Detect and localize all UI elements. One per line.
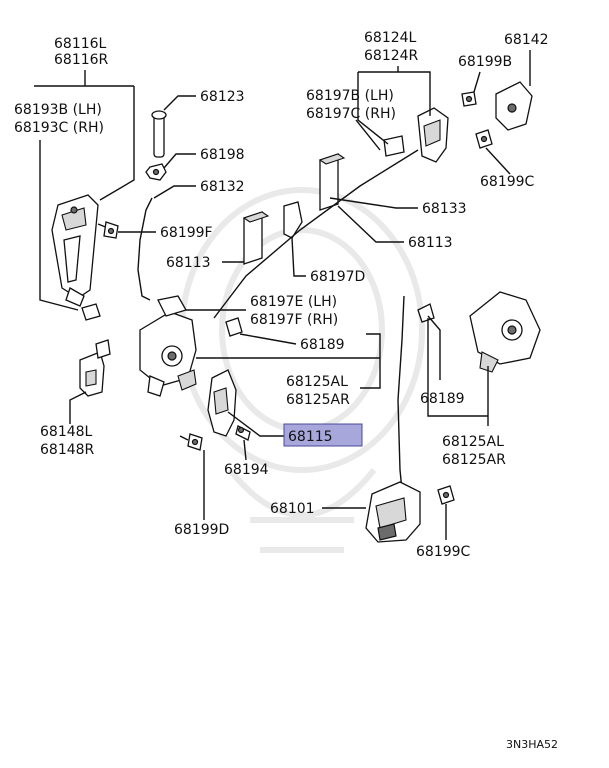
label-68116-l: 68116L xyxy=(54,36,107,52)
label-68142: 68142 xyxy=(504,32,549,48)
label-68189-right: 68189 xyxy=(420,391,465,407)
label-68197E: 68197E (LH) xyxy=(250,294,337,310)
label-68148-r: 68148R xyxy=(40,442,95,458)
bolt-68199B-part xyxy=(461,91,477,107)
label-68124-l: 68124L xyxy=(364,30,417,46)
label-68124-r: 68124R xyxy=(364,48,419,64)
pin-68123-part xyxy=(151,110,167,158)
label-68193-lh: 68193B (LH) xyxy=(14,102,102,118)
bracket-68142-part xyxy=(495,81,533,131)
outside-handle-part xyxy=(51,194,99,307)
label-68197C: 68197C (RH) xyxy=(306,106,396,122)
nut-68198-part xyxy=(145,163,167,181)
label-68125AL-left: 68125AL xyxy=(286,374,348,390)
leader-lines xyxy=(34,50,531,540)
label-68197B: 68197B (LH) xyxy=(306,88,394,104)
upper-handle-68124-part xyxy=(383,107,449,163)
label-68116-r: 68116R xyxy=(54,52,109,68)
rod-68132-part xyxy=(137,197,153,301)
lock-actuator-68101-part xyxy=(365,481,421,543)
label-68113-right: 68113 xyxy=(408,235,453,251)
label-68125AL-right: 68125AL xyxy=(442,434,504,450)
label-68115: 68115 xyxy=(288,429,333,445)
label-68123: 68123 xyxy=(200,89,245,105)
label-68133: 68133 xyxy=(422,201,467,217)
label-68101: 68101 xyxy=(270,501,315,517)
label-68199C-upper: 68199C xyxy=(480,174,535,190)
label-68148-l: 68148L xyxy=(40,424,93,440)
lock-rod-part xyxy=(397,295,405,491)
diagram-code: 3N3HA52 xyxy=(506,738,558,751)
label-68198: 68198 xyxy=(200,147,245,163)
label-68194: 68194 xyxy=(224,462,269,478)
bolt-68199C-upper-part xyxy=(475,129,493,149)
highlight-box xyxy=(283,423,363,447)
handle-clip-part xyxy=(81,303,101,321)
label-68199B: 68199B xyxy=(458,54,512,70)
label-68125AR-left: 68125AR xyxy=(286,392,350,408)
label-68125AR-right: 68125AR xyxy=(442,452,506,468)
screw-68194-part xyxy=(235,425,251,441)
bolt-68199F-part xyxy=(97,221,119,239)
label-68197D: 68197D xyxy=(310,269,365,285)
label-68199F: 68199F xyxy=(160,225,213,241)
label-68113-left: 68113 xyxy=(166,255,211,271)
label-68193-rh: 68193C (RH) xyxy=(14,120,104,136)
door-latch-part xyxy=(139,295,197,397)
latch-68125-right-part xyxy=(469,291,541,373)
pad-68113-part xyxy=(242,153,346,265)
latch-bracket-68148-part xyxy=(79,339,111,397)
label-68197F: 68197F (RH) xyxy=(250,312,338,328)
clip-68197D-part xyxy=(283,201,303,239)
bolt-68199D-part xyxy=(179,433,203,451)
bolt-68199C-lower-part xyxy=(437,485,455,505)
label-68132: 68132 xyxy=(200,179,245,195)
rod-68133-part xyxy=(213,149,419,319)
label-68189-left: 68189 xyxy=(300,337,345,353)
clip-68189-left-part xyxy=(225,317,243,337)
inside-handle-68115-part xyxy=(207,369,237,437)
label-68199C-lower: 68199C xyxy=(416,544,471,560)
part-labels: 68116L 68116R 68193B (LH) 68193C (RH) 68… xyxy=(14,30,558,751)
label-68199D: 68199D xyxy=(174,522,229,538)
